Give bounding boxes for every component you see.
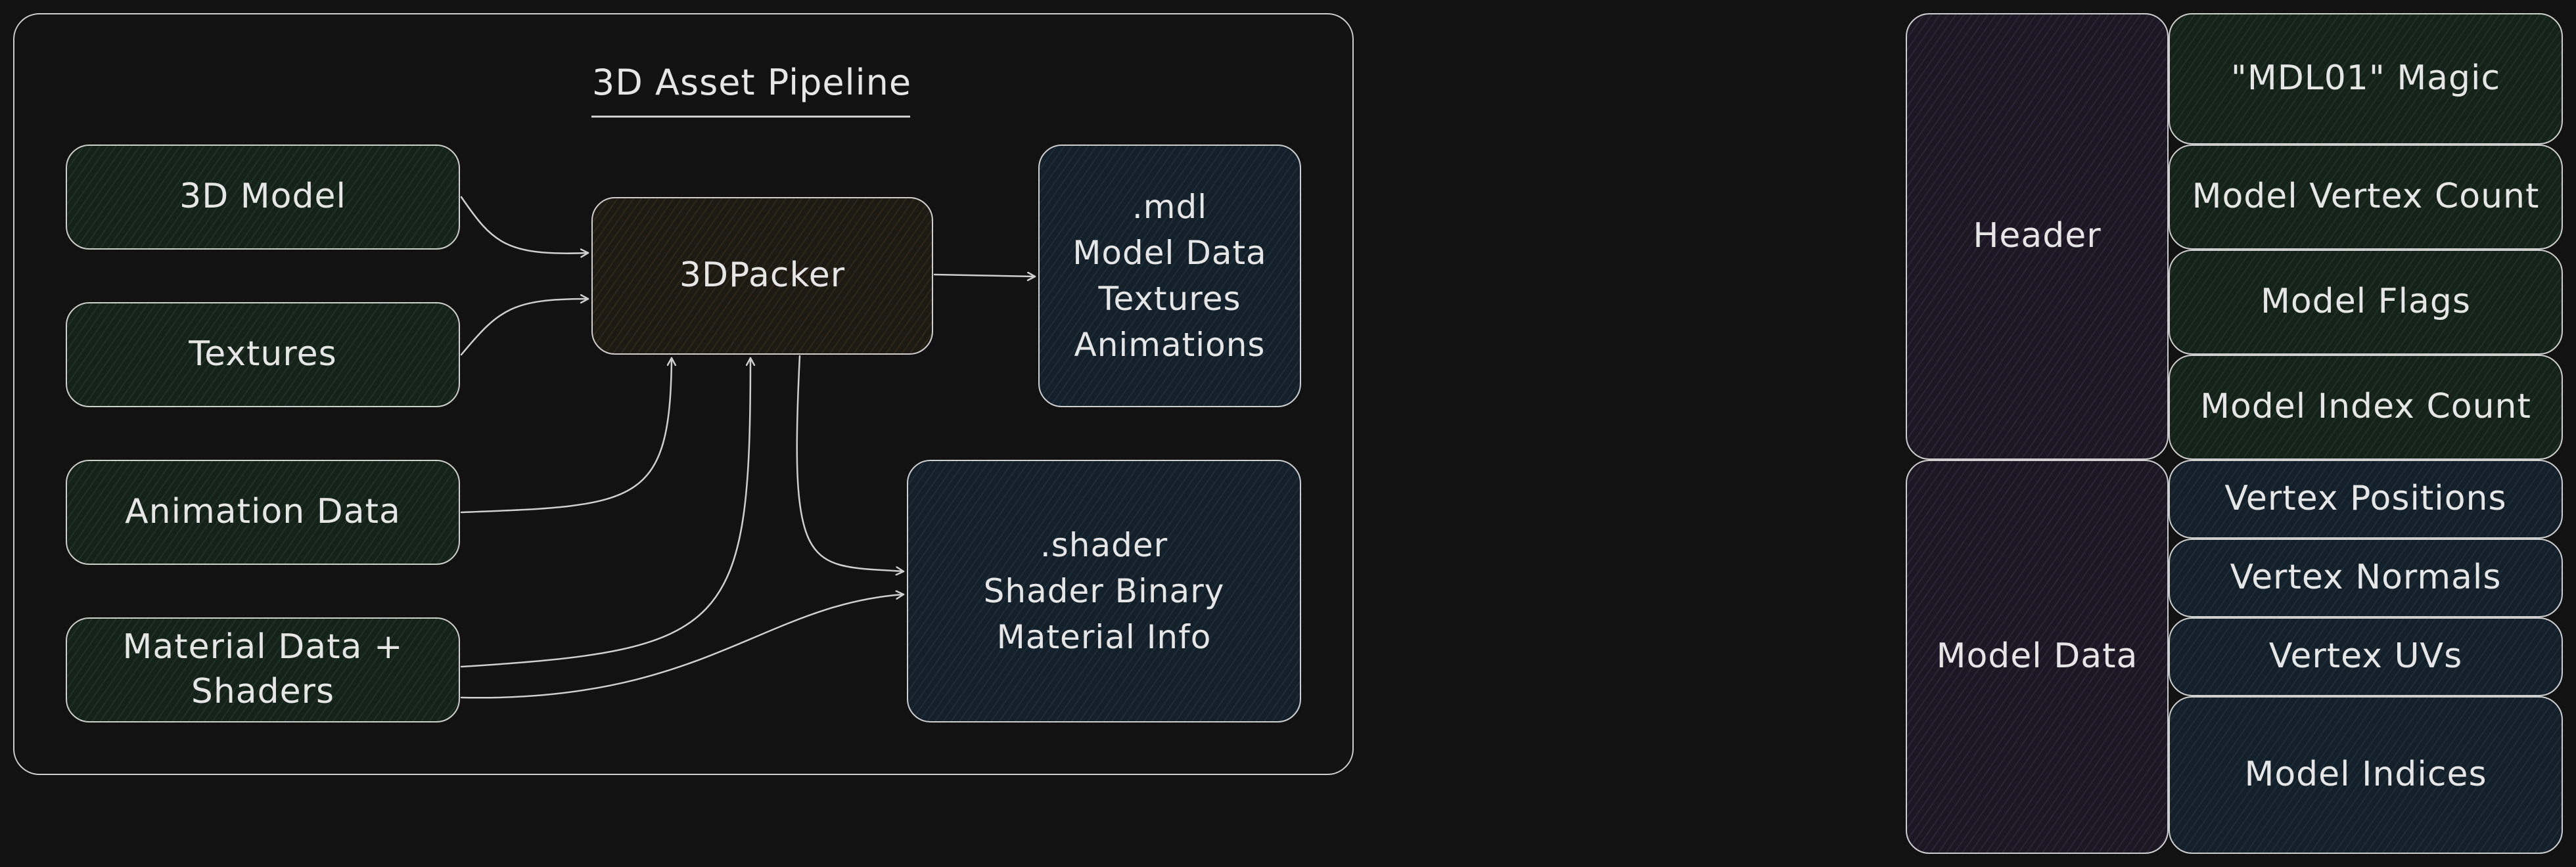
section-model-data[interactable]: Model Data (1906, 460, 2169, 854)
field-vertex-count-label: Model Vertex Count (2192, 177, 2540, 217)
field-vertex-count[interactable]: Model Vertex Count (2169, 144, 2563, 250)
field-model-indices[interactable]: Model Indices (2169, 696, 2563, 854)
field-flags-label: Model Flags (2261, 282, 2471, 322)
arrow-material-to-packer (460, 357, 750, 668)
output-mdl-model-data: Model Data (1072, 234, 1267, 272)
arrow-animation-to-packer (460, 357, 672, 514)
packer-label: 3DPacker (679, 256, 846, 296)
output-shader[interactable]: .shader Shader Binary Material Info (907, 460, 1301, 722)
field-magic-label: "MDL01" Magic (2230, 58, 2501, 99)
field-vertex-uvs[interactable]: Vertex UVs (2169, 617, 2563, 696)
field-index-count[interactable]: Model Index Count (2169, 355, 2563, 460)
field-vertex-uvs-label: Vertex UVs (2268, 636, 2463, 677)
pipeline-title: 3D Asset Pipeline (591, 62, 912, 103)
section-header[interactable]: Header (1906, 13, 2169, 460)
field-vertex-positions[interactable]: Vertex Positions (2169, 460, 2563, 539)
field-vertex-normals[interactable]: Vertex Normals (2169, 539, 2563, 617)
arrow-material-to-shader (460, 594, 905, 699)
input-material-line1: Material Data + (122, 627, 403, 667)
arrow-packer-to-shader (796, 355, 905, 571)
input-material-shaders[interactable]: Material Data + Shaders (66, 617, 460, 722)
output-mdl-ext: .mdl (1132, 188, 1208, 226)
input-textures-label: Textures (189, 334, 337, 374)
output-shader-binary: Shader Binary (983, 572, 1225, 610)
pipeline-frame (13, 13, 1354, 775)
packer-node[interactable]: 3DPacker (591, 197, 933, 355)
arrow-textures-to-packer (460, 299, 589, 356)
section-model-data-label: Model Data (1936, 636, 2138, 677)
input-animation-data[interactable]: Animation Data (66, 460, 460, 565)
output-mdl-textures: Textures (1098, 280, 1241, 318)
output-mdl[interactable]: .mdl Model Data Textures Animations (1038, 144, 1301, 407)
arrow-model-to-packer (460, 196, 589, 254)
field-index-count-label: Model Index Count (2200, 387, 2531, 427)
output-shader-ext: .shader (1040, 526, 1168, 564)
input-material-line2: Shaders (191, 672, 335, 711)
output-shader-material-info: Material Info (996, 618, 1212, 656)
field-flags[interactable]: Model Flags (2169, 250, 2563, 355)
input-3d-model-label: 3D Model (179, 177, 346, 217)
field-magic[interactable]: "MDL01" Magic (2169, 13, 2563, 144)
field-vertex-positions-label: Vertex Positions (2224, 479, 2507, 519)
input-3d-model[interactable]: 3D Model (66, 144, 460, 250)
arrow-packer-to-mdl (933, 275, 1036, 277)
input-animation-data-label: Animation Data (125, 492, 401, 532)
field-vertex-normals-label: Vertex Normals (2230, 558, 2502, 598)
field-model-indices-label: Model Indices (2244, 755, 2487, 795)
section-header-label: Header (1973, 216, 2102, 256)
input-textures[interactable]: Textures (66, 302, 460, 407)
output-mdl-animations: Animations (1074, 326, 1266, 364)
title-underline (591, 116, 910, 118)
